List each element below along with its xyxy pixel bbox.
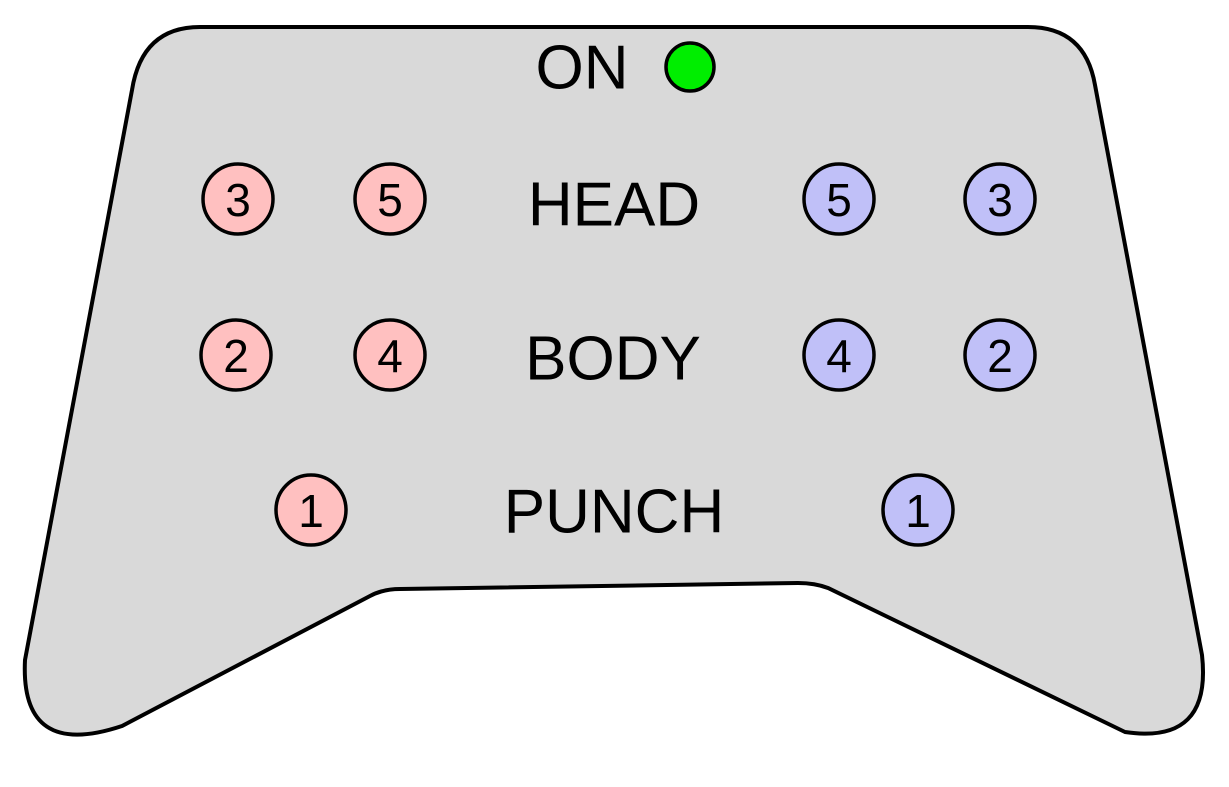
blue-head-5-button[interactable]: 5 [802, 162, 876, 236]
punch-row-label: PUNCH [504, 478, 724, 547]
blue-punch-1-label: 1 [905, 485, 931, 537]
blue-head-3-button[interactable]: 3 [963, 162, 1037, 236]
red-body-2-button[interactable]: 2 [199, 318, 273, 392]
on-label: ON [536, 34, 629, 103]
power-indicator-led [664, 41, 716, 93]
red-head-3-button[interactable]: 3 [201, 162, 275, 236]
red-head-5-button[interactable]: 5 [353, 162, 427, 236]
head-row-label: HEAD [528, 171, 700, 240]
blue-body-4-button[interactable]: 4 [802, 318, 876, 392]
red-body-4-button[interactable]: 4 [353, 318, 427, 392]
red-body-2-label: 2 [223, 330, 249, 382]
controller-body [22, 25, 1205, 737]
red-punch-1-label: 1 [298, 485, 324, 537]
red-punch-1-button[interactable]: 1 [274, 473, 348, 547]
body-row-label: BODY [525, 325, 701, 394]
blue-body-4-label: 4 [826, 330, 852, 382]
blue-punch-1-button[interactable]: 1 [881, 473, 955, 547]
red-head-5-label: 5 [377, 174, 403, 226]
blue-head-3-label: 3 [987, 174, 1013, 226]
blue-head-5-label: 5 [826, 174, 852, 226]
blue-body-2-label: 2 [987, 330, 1013, 382]
red-body-4-label: 4 [377, 330, 403, 382]
blue-body-2-button[interactable]: 2 [963, 318, 1037, 392]
red-head-3-label: 3 [225, 174, 251, 226]
